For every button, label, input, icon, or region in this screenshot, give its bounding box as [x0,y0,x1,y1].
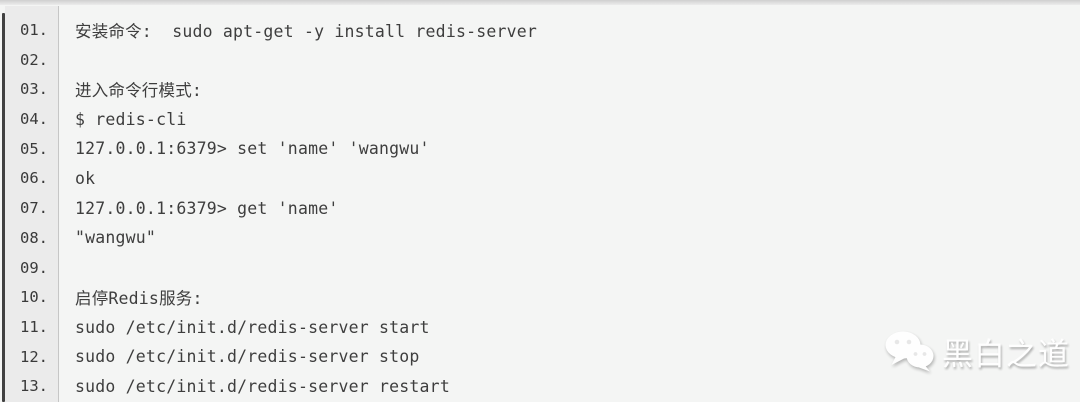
code-line: 03. 进入命令行模式: [0,74,1080,104]
line-text: 启停Redis服务: [75,289,203,309]
code-line: 06. ok [0,164,1080,194]
line-text: 127.0.0.1:6379> set 'name' 'wangwu' [75,139,430,159]
line-text: 进入命令行模式: [75,81,203,101]
line-number: 05. [20,139,48,158]
code-line: 07. 127.0.0.1:6379> get 'name' [0,193,1080,223]
line-number: 01. [20,20,48,39]
code-block-left-accent [2,13,5,402]
code-block: 01. 安装命令: sudo apt-get -y install redis-… [0,15,1080,401]
line-text: 127.0.0.1:6379> get 'name' [75,198,339,218]
line-number: 11. [20,318,48,337]
line-number: 10. [20,288,48,307]
line-number: 09. [20,258,48,277]
line-text: ok [75,168,96,188]
top-divider-band [0,0,1080,5]
code-line: 13. sudo /etc/init.d/redis-server restar… [0,372,1080,402]
line-text: sudo /etc/init.d/redis-server stop [75,347,420,367]
line-number: 12. [20,347,48,366]
line-number: 07. [20,199,48,218]
line-number: 06. [20,169,48,188]
line-text: $ redis-cli [75,109,187,129]
watermark-label: 黑白之道 [942,337,1070,372]
code-line: 10. 启停Redis服务: [0,282,1080,312]
watermark: 黑白之道 [884,329,1070,374]
line-number: 02. [20,50,48,69]
line-text: "wangwu" [75,228,157,248]
code-line: 01. 安装命令: sudo apt-get -y install redis-… [0,15,1080,45]
code-line: 08. "wangwu" [0,223,1080,253]
code-line: 12. sudo /etc/init.d/redis-server stop [0,342,1080,372]
line-number: 03. [20,80,48,99]
code-line: 02. [0,45,1080,75]
line-number: 08. [20,228,48,247]
code-line: 05. 127.0.0.1:6379> set 'name' 'wangwu' [0,134,1080,164]
line-number-gutter [4,6,59,402]
line-number: 04. [20,110,48,129]
code-line: 04. $ redis-cli [0,104,1080,134]
line-text: sudo /etc/init.d/redis-server restart [75,376,450,396]
code-line: 09. [0,253,1080,283]
line-number: 13. [20,377,48,396]
line-text: 安装命令: sudo apt-get -y install redis-serv… [75,21,538,41]
wechat-icon [885,331,934,372]
line-text: sudo /etc/init.d/redis-server start [75,317,430,337]
code-line: 11. sudo /etc/init.d/redis-server start [0,312,1080,342]
